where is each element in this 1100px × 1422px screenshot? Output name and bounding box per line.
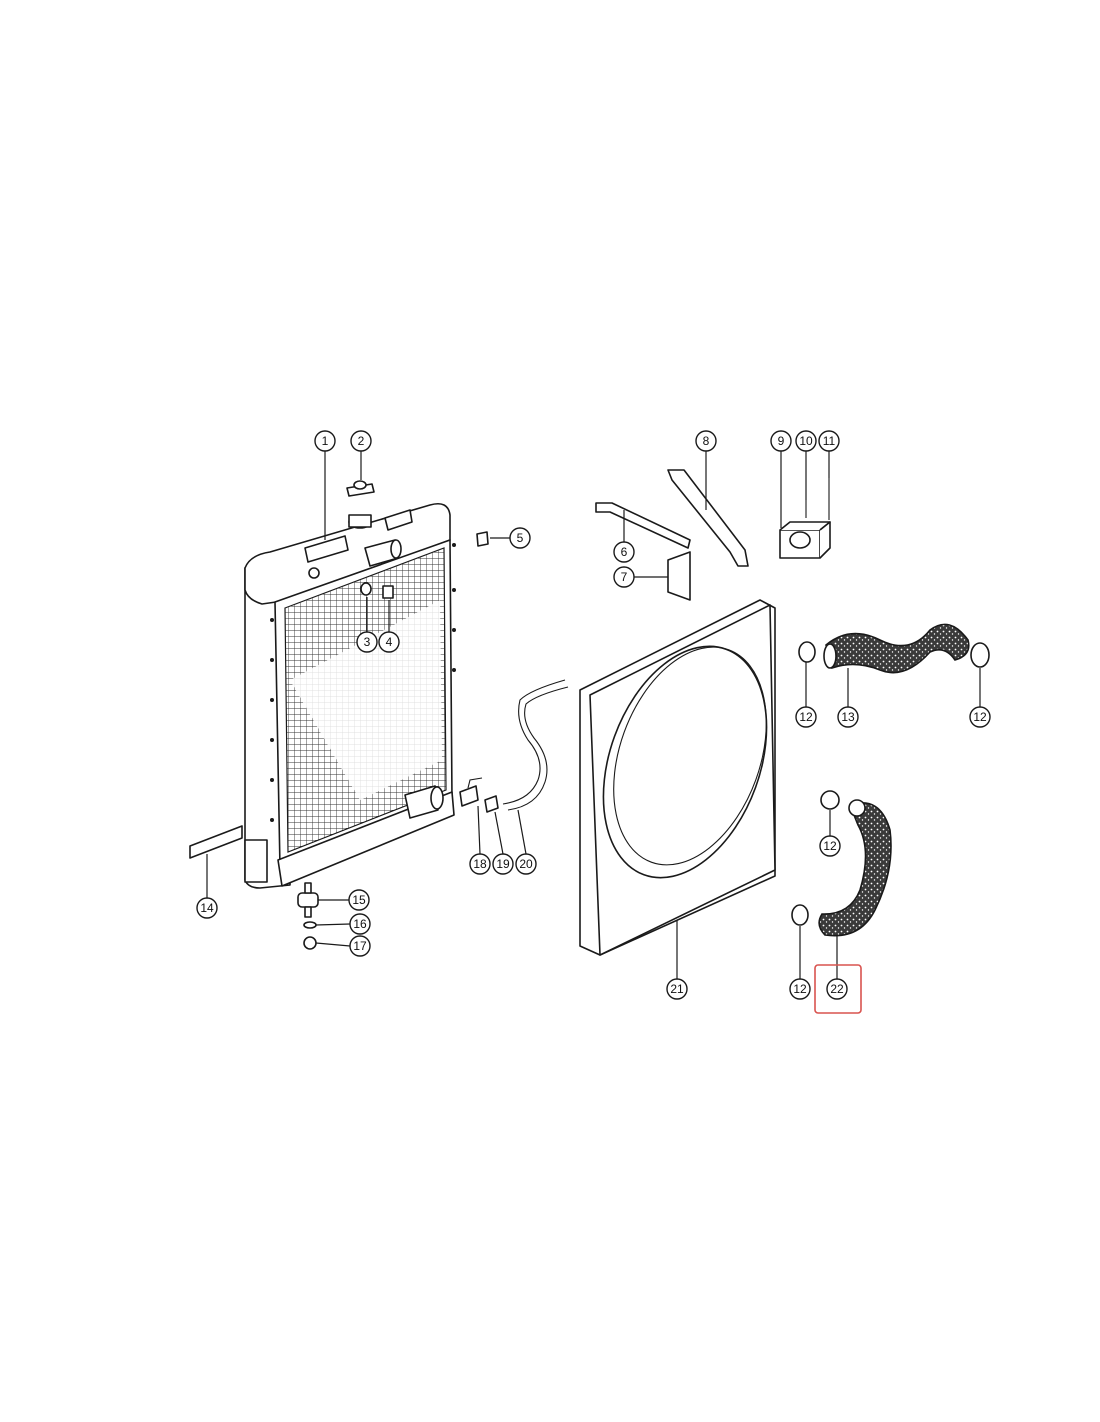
callout-17: 17 (349, 935, 371, 957)
svg-text:18: 18 (473, 857, 487, 871)
svg-text:22: 22 (830, 982, 844, 996)
svg-text:2: 2 (358, 434, 365, 448)
radiator-cap (346, 480, 375, 497)
callout-3: 3 (356, 631, 378, 653)
svg-text:16: 16 (353, 917, 367, 931)
clip (476, 531, 489, 547)
svg-text:19: 19 (496, 857, 510, 871)
callout-4: 4 (378, 631, 400, 653)
callout-10: 10 (795, 430, 817, 452)
callout-19: 19 (492, 853, 514, 875)
svg-text:21: 21 (670, 982, 684, 996)
callout-21: 21 (666, 978, 688, 1000)
nut (303, 936, 317, 950)
leader-lines (206, 450, 981, 979)
callout-11: 11 (818, 430, 840, 452)
svg-text:20: 20 (519, 857, 533, 871)
svg-text:4: 4 (386, 635, 393, 649)
hose-clamp (970, 642, 990, 668)
washer (303, 921, 317, 929)
callout-12: 12 (819, 835, 841, 857)
radiator (244, 502, 456, 889)
callout-22[interactable]: 22 (826, 978, 848, 1000)
hose-clamp (820, 790, 840, 810)
drain-hose (502, 679, 566, 805)
callout-12: 12 (789, 978, 811, 1000)
hose-clip (484, 795, 499, 813)
callout-6: 6 (613, 541, 635, 563)
rubber-mount (297, 882, 319, 918)
callout-12: 12 (969, 706, 991, 728)
callout-5: 5 (509, 527, 531, 549)
svg-text:15: 15 (352, 893, 366, 907)
svg-text:14: 14 (200, 901, 214, 915)
svg-text:12: 12 (823, 839, 837, 853)
svg-text:10: 10 (799, 434, 813, 448)
upper-hose (825, 623, 970, 674)
svg-text:12: 12 (799, 710, 813, 724)
bracket-upper (595, 502, 691, 549)
svg-text:8: 8 (703, 434, 710, 448)
callout-18: 18 (469, 853, 491, 875)
callout-20: 20 (515, 853, 537, 875)
svg-text:6: 6 (621, 545, 628, 559)
seal-strip (189, 825, 243, 859)
bracket-support (667, 551, 691, 601)
callout-9: 9 (770, 430, 792, 452)
callout-8: 8 (695, 430, 717, 452)
callout-1: 1 (314, 430, 336, 452)
callout-7: 7 (613, 566, 635, 588)
svg-text:5: 5 (517, 531, 524, 545)
drain-tap (459, 777, 483, 807)
hose-clamp (798, 641, 816, 663)
drain-plug (382, 585, 394, 599)
svg-text:1: 1 (322, 434, 329, 448)
stay-rod (667, 469, 749, 567)
callout-14: 14 (196, 897, 218, 919)
fan-shroud (579, 599, 776, 956)
svg-text:11: 11 (823, 434, 836, 448)
hose-clamp (791, 904, 809, 926)
lower-hose (818, 802, 892, 937)
svg-text:17: 17 (353, 939, 367, 953)
svg-text:12: 12 (793, 982, 807, 996)
highlight-box (814, 964, 862, 1014)
sealing-washer (360, 582, 372, 596)
callout-16: 16 (349, 913, 371, 935)
callout-15: 15 (348, 889, 370, 911)
callout-2: 2 (350, 430, 372, 452)
callout-13: 13 (837, 706, 859, 728)
callout-12: 12 (795, 706, 817, 728)
svg-text:12: 12 (973, 710, 987, 724)
svg-text:13: 13 (841, 710, 855, 724)
svg-text:9: 9 (778, 434, 785, 448)
svg-text:3: 3 (364, 635, 371, 649)
svg-text:7: 7 (621, 570, 628, 584)
